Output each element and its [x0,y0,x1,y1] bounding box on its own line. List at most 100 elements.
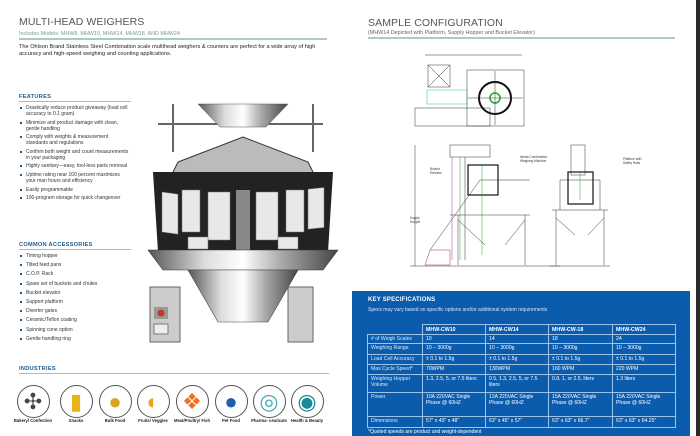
config-subtitle: (MHW14 Depicted with Platform, Supply Ho… [368,30,535,36]
column-header: MHW-CW10 [422,324,486,335]
accessories-divider [19,249,131,250]
table-cell: ± 0.1 to 1.5g [485,354,549,365]
feature-item: Comply with weights & measurement standa… [19,134,131,146]
table-cell: 63" x 63" x 66.7" [548,416,613,428]
table-cell: 10 – 3000g [422,343,486,355]
windmill-icon: ✣ [16,385,50,418]
industry-item: ●Pet Food [211,385,251,424]
features-section: FEATURES Drastically reduce product give… [19,94,131,204]
feature-item: Easily programmable [19,187,131,193]
column-header: MHW-CW24 [612,324,676,335]
specs-title: KEY SPECIFICATIONS [368,297,436,303]
supply-hopper-label: Supply Hopper [410,216,421,224]
table-cell: 24 [612,334,676,344]
table-row: Load Cell Accuracy± 0.1 to 1.5g± 0.1 to … [367,354,676,365]
snack-bag-icon: ▮ [59,385,93,418]
table-cell: 10A 220VAC Single Phase @ 60HZ [422,392,486,417]
table-cell: 130WPM [485,364,549,375]
accessory-item: Tilted feed pans [19,262,131,268]
column-header: MHW-CW-18 [548,324,613,335]
industry-label: Health & Beauty [290,418,324,423]
industry-item: ❖Meat/Poultry/ Fish [172,385,212,424]
table-cell: 220 WPM [612,364,676,375]
industry-item: ✣Bakery/ Confection [13,385,53,424]
table-cell: ± 0.1 to 1.5g [612,354,676,365]
industry-label: Bakery/ Confection [13,418,53,423]
table-cell: ± 0.1 to 1.5g [422,354,486,365]
industry-label: Fruits/ Veggies [138,418,168,423]
industry-label: Meat/Poultry/ Fish [173,418,211,423]
pet-food-bag-icon: ● [214,385,248,418]
accessory-item: Ceramic/Teflon coating [19,317,131,323]
feature-item: Highly sanitary—easy, tool-less parts re… [19,163,131,169]
fruit-icon: ◐ [136,385,170,418]
row-label: # of Weigh Scales [367,334,423,344]
industry-item: ▮Snacks [56,385,96,424]
feature-item: Uptime rating near 100 percent maximizes… [19,172,131,184]
table-cell: 12A 220VAC Single Phase @ 60HZ [485,392,549,417]
title-divider [19,38,327,40]
accessories-heading: COMMON ACCESSORIES [19,242,93,248]
accessory-item: Spare set of buckets and chutes [19,281,131,287]
table-cell: ± 0.1 to 1.5g [548,354,613,365]
row-label: Weighing Range [367,343,423,355]
eye-icon: ◉ [290,385,324,418]
empty-header-cell [367,324,423,335]
features-divider [19,101,131,102]
table-cell: 1.3 liters [612,374,676,393]
row-label: Max Cycle Speed* [367,364,423,375]
features-list: Drastically reduce product giveaway (loa… [19,105,131,201]
feature-item: Confirm both weight and count measuremen… [19,149,131,161]
industry-item: ◉Health & Beauty [287,385,327,424]
industries-section: INDUSTRIES [19,366,329,374]
column-header: MHW-CW14 [485,324,549,335]
accessory-item: Timing hopper [19,253,131,259]
industries-heading: INDUSTRIES [19,366,56,372]
table-cell: 0.8, 1, or 2.5, liters [548,374,613,393]
swirl-icon: ◎ [252,385,286,418]
industry-item: ●Bulk Food [95,385,135,424]
table-cell: 57" x 43" x 48" [422,416,486,428]
row-label: Power [367,392,423,417]
accessory-item: Gentle handling ring [19,336,131,342]
industry-label: Snacks [68,418,84,423]
specs-subtitle: Specs may vary based on specific options… [368,307,548,313]
table-cell: 1.3, 2.5, 5, or 7.5 liters [422,374,486,393]
specs-footnote: *Quoted speeds are product and weight-de… [368,429,482,435]
meat-icon: ❖ [175,385,209,418]
accessory-item: Diverter gates [19,308,131,314]
table-cell: 10 – 3000g [612,343,676,355]
row-label: Load Cell Accuracy [367,354,423,365]
viewer-edge [696,0,700,436]
table-cell: 18 [548,334,613,344]
platform-label: Platform with Safety Rails [623,157,642,165]
table-cell: 63" x 45" x 57" [485,416,549,428]
table-cell: 10 – 3000g [485,343,549,355]
intro-text: The Ohlson Brand Stainless Steel Combina… [19,44,316,57]
accessory-item: Spinning cone option [19,327,131,333]
models-subtitle: Includes Models: MHW8, MHW10, MHW14, MHW… [19,31,180,37]
table-cell: 10 – 3000g [548,343,613,355]
config-divider [368,37,675,39]
industry-label: Pet Food [222,418,240,423]
industry-item: ◐Fruits/ Veggies [133,385,173,424]
table-cell: 63" x 63" x 64.25" [612,416,676,428]
table-cell: 160 WPM [548,364,613,375]
table-cell: 10 [422,334,486,344]
machine-label: Ishida Combination Weighing Machine [520,155,548,163]
grain-scoop-icon: ● [98,385,132,418]
table-cell: 0.5, 1.3, 2.5, 5, or 7.5 liters [485,374,549,393]
configuration-drawing [410,54,610,267]
feature-item: Drastically reduce product giveaway (loa… [19,105,131,117]
industry-item: ◎Pharma- ceuticals [249,385,289,424]
table-cell: 70WPM [422,364,486,375]
